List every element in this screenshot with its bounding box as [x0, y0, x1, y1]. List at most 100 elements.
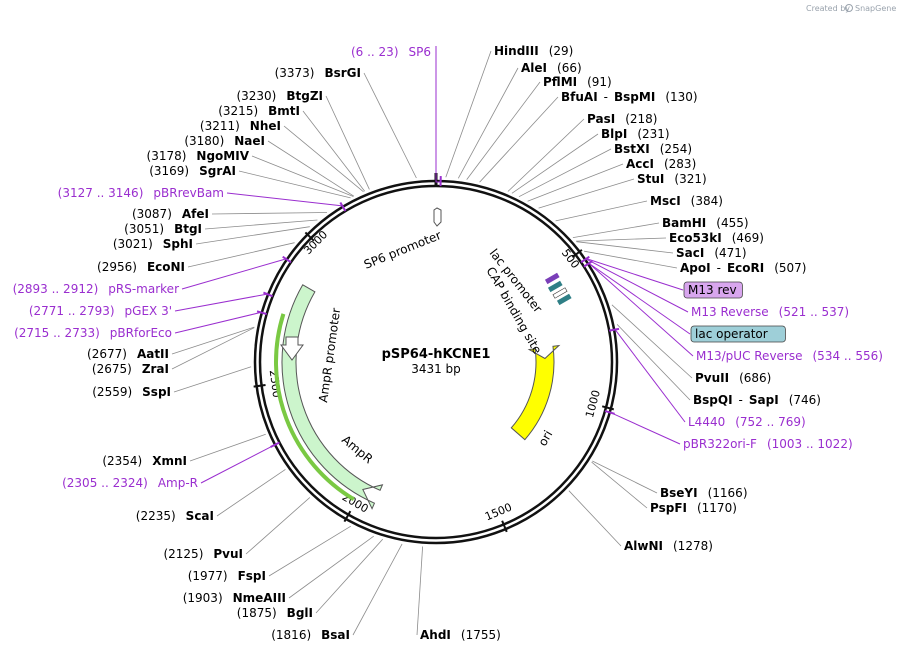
- primer-pbrforeco[interactable]: (2715 .. 2733)pBRforEco: [14, 326, 172, 340]
- enzyme-site-ahdi[interactable]: AhdI(1755): [420, 628, 501, 642]
- enzyme-site-bamhi[interactable]: BamHI(455): [662, 216, 749, 230]
- primer-label[interactable]: (6 .. 23)SP6: [351, 45, 431, 59]
- enzyme-site-bsrgi[interactable]: (3373)BsrGI: [275, 66, 361, 80]
- enzyme-label[interactable]: (2956)EcoNI: [97, 260, 185, 274]
- enzyme-site-pspfi[interactable]: PspFI(1170): [650, 501, 737, 515]
- enzyme-label[interactable]: BfuAI-BspMI(130): [561, 90, 698, 104]
- enzyme-label[interactable]: (1903)NmeAIII: [183, 591, 286, 605]
- enzyme-label[interactable]: (2677)AatII: [87, 347, 169, 361]
- enzyme-label[interactable]: (3230)BtgZI: [236, 89, 323, 103]
- enzyme-label[interactable]: Eco53kI(469): [669, 231, 764, 245]
- enzyme-site-msci[interactable]: MscI(384): [650, 194, 723, 208]
- enzyme-site-sphi[interactable]: (3021)SphI: [113, 237, 193, 251]
- feature-label[interactable]: lac operator: [695, 327, 768, 341]
- enzyme-site-alei[interactable]: AleI(66): [521, 61, 582, 75]
- enzyme-label[interactable]: (3178)NgoMIV: [147, 149, 250, 163]
- enzyme-label[interactable]: (3021)SphI: [113, 237, 193, 251]
- enzyme-label[interactable]: PasI(218): [587, 112, 657, 126]
- enzyme-site-pvuii[interactable]: PvuII(686): [695, 371, 771, 385]
- primer-m13puc[interactable]: M13/pUC Reverse(534 .. 556): [696, 349, 883, 363]
- enzyme-site-bseyi[interactable]: BseYI(1166): [660, 486, 748, 500]
- enzyme-label[interactable]: AhdI(1755): [420, 628, 501, 642]
- enzyme-label[interactable]: AccI(283): [626, 157, 696, 171]
- enzyme-label[interactable]: (2125)PvuI: [163, 547, 243, 561]
- primer-label[interactable]: (2771 .. 2793)pGEX 3': [29, 304, 172, 318]
- enzyme-label[interactable]: BamHI(455): [662, 216, 749, 230]
- primer-prsmarker[interactable]: (2893 .. 2912)pRS-marker: [13, 282, 179, 296]
- feature-label[interactable]: M13 rev: [688, 283, 737, 297]
- enzyme-site-btgzi[interactable]: (3230)BtgZI: [236, 89, 323, 103]
- enzyme-label[interactable]: AlwNI(1278): [624, 539, 713, 553]
- enzyme-site-pvui[interactable]: (2125)PvuI: [163, 547, 243, 561]
- primer-sp6[interactable]: (6 .. 23)SP6: [351, 45, 431, 59]
- primer-lacop[interactable]: lac operator: [691, 326, 785, 342]
- enzyme-site-naei[interactable]: (3180)NaeI: [184, 134, 265, 148]
- feature-ori[interactable]: ori: [511, 346, 559, 449]
- enzyme-site-fspi[interactable]: (1977)FspI: [188, 569, 266, 583]
- enzyme-site-bfuai[interactable]: BfuAI-BspMI(130): [561, 90, 698, 104]
- enzyme-site-zrai[interactable]: (2675)ZraI: [92, 362, 169, 376]
- enzyme-label[interactable]: PflMI(91): [543, 75, 612, 89]
- primer-pgex3[interactable]: (2771 .. 2793)pGEX 3': [29, 304, 172, 318]
- primer-pbrrevbam[interactable]: (3127 .. 3146)pBRrevBam: [58, 186, 224, 200]
- enzyme-site-bspqi[interactable]: BspQI-SapI(746): [693, 393, 821, 407]
- enzyme-site-btgi[interactable]: (3051)BtgI: [124, 222, 202, 236]
- enzyme-label[interactable]: ApoI-EcoRI(507): [680, 261, 806, 275]
- enzyme-label[interactable]: BspQI-SapI(746): [693, 393, 821, 407]
- enzyme-label[interactable]: (1875)BglI: [237, 606, 313, 620]
- primer-label[interactable]: (2715 .. 2733)pBRforEco: [14, 326, 172, 340]
- enzyme-site-scai[interactable]: (2235)ScaI: [136, 509, 214, 523]
- enzyme-site-sgrai[interactable]: (3169)SgrAI: [149, 164, 236, 178]
- enzyme-label[interactable]: (2559)SspI: [92, 385, 171, 399]
- enzyme-label[interactable]: PvuII(686): [695, 371, 771, 385]
- enzyme-site-eco53ki[interactable]: Eco53kI(469): [669, 231, 764, 245]
- enzyme-label[interactable]: AleI(66): [521, 61, 582, 75]
- enzyme-site-blpi[interactable]: BlpI(231): [601, 127, 670, 141]
- enzyme-label[interactable]: (3211)NheI: [200, 119, 281, 133]
- enzyme-label[interactable]: StuI(321): [637, 172, 707, 186]
- primer-ampr_primer[interactable]: (2305 .. 2324)Amp-R: [62, 476, 198, 490]
- enzyme-label[interactable]: MscI(384): [650, 194, 723, 208]
- primer-pbr322ori[interactable]: pBR322ori-F(1003 .. 1022): [683, 437, 853, 451]
- enzyme-label[interactable]: (1977)FspI: [188, 569, 266, 583]
- primer-m13reverse[interactable]: M13 Reverse(521 .. 537): [691, 305, 849, 319]
- enzyme-site-apoi[interactable]: ApoI-EcoRI(507): [680, 261, 806, 275]
- enzyme-site-sspi[interactable]: (2559)SspI: [92, 385, 171, 399]
- enzyme-site-alwni[interactable]: AlwNI(1278): [624, 539, 713, 553]
- primer-label[interactable]: M13/pUC Reverse(534 .. 556): [696, 349, 883, 363]
- enzyme-site-aatii[interactable]: (2677)AatII: [87, 347, 169, 361]
- enzyme-label[interactable]: BseYI(1166): [660, 486, 748, 500]
- enzyme-label[interactable]: (2235)ScaI: [136, 509, 214, 523]
- primer-l4440[interactable]: L4440(752 .. 769): [688, 415, 806, 429]
- enzyme-site-ngomiv[interactable]: (3178)NgoMIV: [147, 149, 250, 163]
- enzyme-site-nmeaiii[interactable]: (1903)NmeAIII: [183, 591, 286, 605]
- enzyme-label[interactable]: (3087)AfeI: [132, 207, 209, 221]
- enzyme-site-pflmi[interactable]: PflMI(91): [543, 75, 612, 89]
- enzyme-site-bsai[interactable]: (1816)BsaI: [271, 628, 350, 642]
- enzyme-site-bgli[interactable]: (1875)BglI: [237, 606, 313, 620]
- enzyme-label[interactable]: PspFI(1170): [650, 501, 737, 515]
- enzyme-site-hindiii[interactable]: HindIII(29): [494, 44, 573, 58]
- enzyme-label[interactable]: (2354)XmnI: [102, 454, 187, 468]
- feature-lac-region[interactable]: lac promoter CAP binding site: [483, 246, 571, 356]
- enzyme-site-acci[interactable]: AccI(283): [626, 157, 696, 171]
- enzyme-label[interactable]: HindIII(29): [494, 44, 573, 58]
- enzyme-site-afei[interactable]: (3087)AfeI: [132, 207, 209, 221]
- enzyme-label[interactable]: (3373)BsrGI: [275, 66, 361, 80]
- enzyme-site-bmti[interactable]: (3215)BmtI: [218, 104, 300, 118]
- primer-label[interactable]: M13 Reverse(521 .. 537): [691, 305, 849, 319]
- sp6-promoter-arrow[interactable]: [434, 208, 441, 226]
- enzyme-site-saci[interactable]: SacI(471): [676, 246, 747, 260]
- enzyme-label[interactable]: (2675)ZraI: [92, 362, 169, 376]
- primer-m13rev[interactable]: M13 rev: [684, 282, 742, 298]
- enzyme-site-pasi[interactable]: PasI(218): [587, 112, 657, 126]
- enzyme-site-bstxi[interactable]: BstXI(254): [614, 142, 692, 156]
- enzyme-label[interactable]: (3215)BmtI: [218, 104, 300, 118]
- primer-label[interactable]: (2305 .. 2324)Amp-R: [62, 476, 198, 490]
- ori-arrow[interactable]: [511, 346, 559, 440]
- enzyme-label[interactable]: BstXI(254): [614, 142, 692, 156]
- feature-sp6-promoter[interactable]: SP6 promoter: [362, 208, 443, 272]
- primer-label[interactable]: (3127 .. 3146)pBRrevBam: [58, 186, 224, 200]
- enzyme-site-xmni[interactable]: (2354)XmnI: [102, 454, 187, 468]
- primer-label[interactable]: pBR322ori-F(1003 .. 1022): [683, 437, 853, 451]
